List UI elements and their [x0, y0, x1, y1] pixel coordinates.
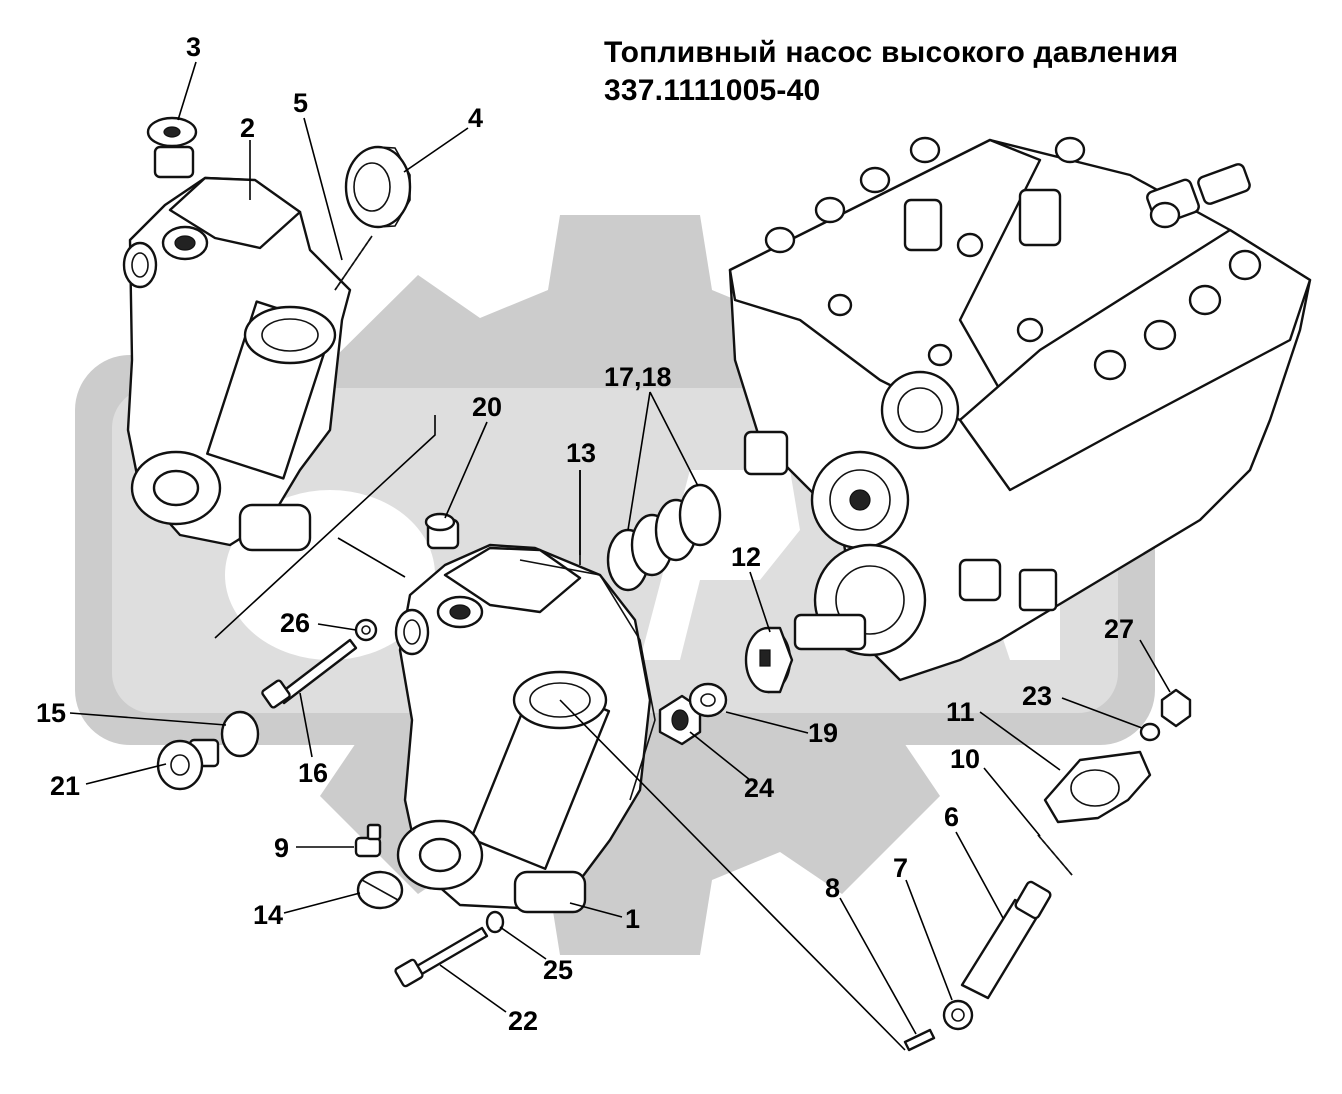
callout-20: 20 — [472, 392, 502, 422]
part-11-gasket — [1043, 750, 1152, 824]
leader-22 — [439, 964, 507, 1013]
part-17-18-rings — [606, 483, 722, 592]
callout-2: 2 — [240, 113, 255, 143]
callout-8: 8 — [825, 873, 840, 903]
callout-4: 4 — [468, 103, 483, 133]
lower-housing-part — [394, 543, 656, 914]
leader-25 — [499, 926, 547, 960]
callout-26: 26 — [280, 608, 310, 638]
leader-20 — [444, 421, 488, 519]
part-14-knob — [356, 870, 404, 910]
leader-27 — [1139, 639, 1171, 693]
diagram-title: Топливный насос высокого давления — [604, 36, 1179, 69]
part-21-plug — [156, 738, 220, 791]
part-16-bolt — [261, 638, 358, 709]
leader-7 — [905, 879, 953, 1001]
callout-17-18: 17,18 — [604, 362, 672, 392]
part-3-plug — [146, 116, 198, 179]
callout-24: 24 — [744, 773, 774, 803]
callout-labels: 3 2 5 4 17,18 20 13 12 26 27 23 15 11 19… — [36, 32, 1134, 1036]
callout-7: 7 — [893, 853, 908, 883]
leader-5 — [303, 117, 343, 261]
leader-3 — [177, 61, 197, 121]
part-19-lockwasher — [688, 682, 728, 718]
pump-body — [728, 136, 1312, 682]
callout-15: 15 — [36, 698, 66, 728]
leader-10 — [983, 767, 1041, 837]
part-5-spring — [334, 235, 373, 291]
part-6-plunger — [960, 880, 1052, 1000]
part-9-screw — [354, 823, 382, 858]
callout-16: 16 — [298, 758, 328, 788]
leader-12 — [749, 571, 771, 633]
callout-6: 6 — [944, 802, 959, 832]
leader-6 — [955, 831, 1004, 919]
callout-22: 22 — [508, 1006, 538, 1036]
callout-25: 25 — [543, 955, 573, 985]
leader-11 — [979, 711, 1061, 771]
leader-lines — [69, 61, 1171, 1035]
callout-1: 1 — [625, 904, 640, 934]
part-4-bearing — [344, 145, 412, 229]
callout-9: 9 — [274, 833, 289, 863]
part-27-nut — [1160, 688, 1192, 728]
leader-19 — [725, 711, 809, 734]
callout-10: 10 — [950, 744, 980, 774]
callout-27: 27 — [1104, 614, 1134, 644]
leader-21 — [85, 763, 167, 785]
part-26-washer — [354, 618, 378, 642]
leader-17-18b — [649, 391, 699, 487]
leader-26 — [317, 623, 357, 631]
callout-13: 13 — [566, 438, 596, 468]
leader-16 — [299, 692, 313, 758]
callout-5: 5 — [293, 88, 308, 118]
part-25-washer — [485, 910, 505, 934]
callout-11: 11 — [946, 697, 975, 727]
callout-3: 3 — [186, 32, 201, 62]
leader-23 — [1061, 697, 1143, 729]
leader-4 — [403, 127, 469, 173]
part-20-plug — [424, 512, 460, 550]
part-22-bolt — [394, 926, 489, 988]
part-10-spring — [1037, 834, 1073, 876]
leader-15 — [69, 712, 227, 726]
leader-8 — [839, 897, 917, 1035]
leader-17-18a — [627, 391, 651, 531]
part-12-coupling — [744, 626, 794, 694]
leader-24 — [689, 731, 751, 781]
callout-21: 21 — [50, 771, 80, 801]
part-8-pin — [903, 1028, 936, 1052]
part-15-ring — [220, 710, 260, 758]
leader-1 — [569, 902, 623, 918]
part-23-ring — [1139, 722, 1161, 742]
callout-23: 23 — [1022, 681, 1052, 711]
callout-19: 19 — [808, 718, 838, 748]
part-7-sleeve — [942, 999, 974, 1031]
callout-14: 14 — [253, 900, 283, 930]
leader-14 — [283, 892, 361, 914]
callout-12: 12 — [731, 542, 761, 572]
diagram-part-number: 337.1111005-40 — [604, 74, 821, 107]
small-parts — [146, 116, 1192, 1052]
upper-housing-part — [122, 176, 352, 552]
